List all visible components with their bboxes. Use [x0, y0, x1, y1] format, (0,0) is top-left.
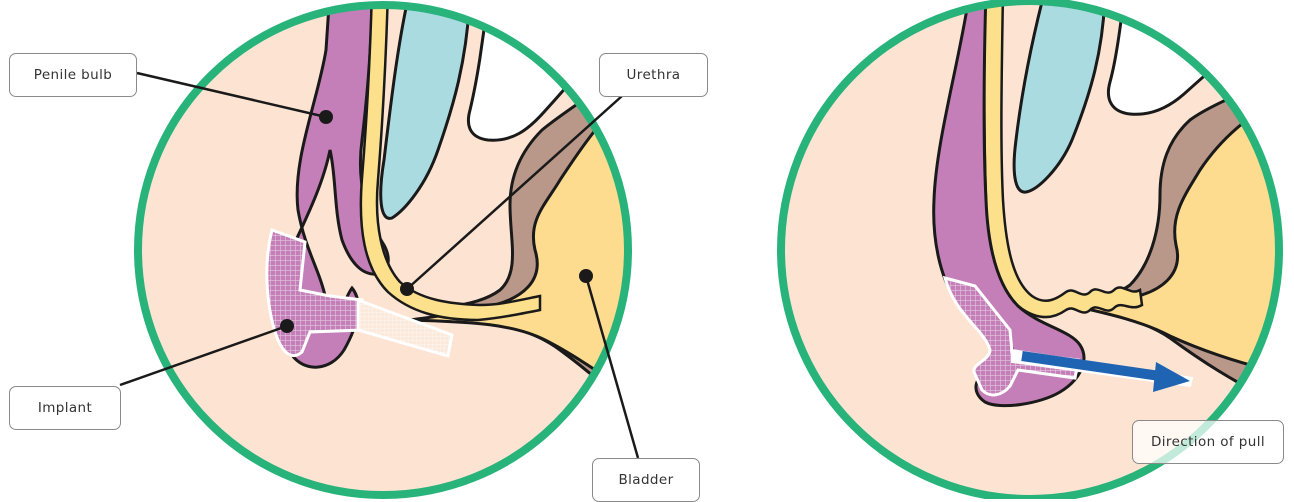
- urethra-label: Urethra: [599, 53, 708, 97]
- urethra-dot: [400, 282, 414, 296]
- bladder-label: Bladder: [592, 458, 700, 502]
- left-view: [120, 0, 640, 495]
- implant-dot: [280, 319, 294, 333]
- bladder-dot: [579, 269, 593, 283]
- direction-of-pull-label: Direction of pull: [1132, 420, 1284, 464]
- penile-bulb-dot: [319, 110, 333, 124]
- implant-label: Implant: [9, 386, 121, 430]
- penile-bulb-label: Penile bulb: [9, 53, 137, 97]
